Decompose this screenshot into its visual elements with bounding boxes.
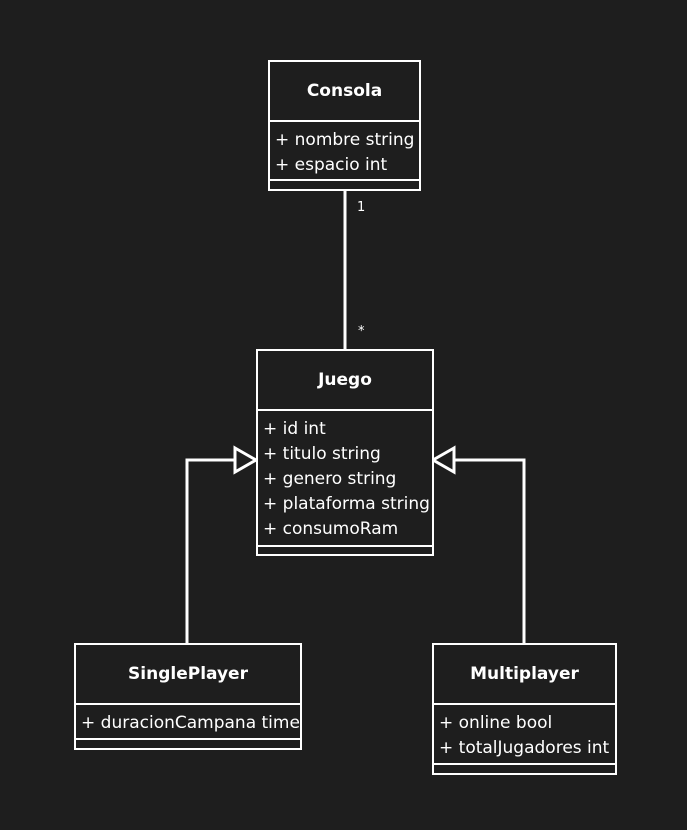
method-list — [76, 740, 300, 748]
class-singleplayer[interactable]: SinglePlayer + duracionCampana time — [74, 643, 302, 750]
attribute-list: + id int + titulo string + genero string… — [258, 411, 432, 547]
method-list — [258, 547, 432, 555]
generalization-singleplayer-arrowhead — [233, 445, 260, 475]
method-list — [434, 765, 615, 773]
attribute: + id int — [263, 419, 326, 439]
class-multiplayer[interactable]: Multiplayer + online bool + totalJugador… — [432, 643, 617, 775]
attribute: + plataforma string — [263, 494, 430, 514]
attribute: + nombre string — [275, 130, 415, 150]
class-name: Consola — [270, 62, 419, 122]
attribute: + duracionCampana time — [81, 713, 300, 733]
class-name: SinglePlayer — [76, 645, 300, 705]
attribute: + titulo string — [263, 444, 381, 464]
attribute: + online bool — [439, 713, 553, 733]
attribute: + genero string — [263, 469, 397, 489]
class-name: Multiplayer — [434, 645, 615, 705]
class-consola[interactable]: Consola + nombre string + espacio int — [268, 60, 421, 191]
generalization-singleplayer-line — [185, 458, 235, 645]
generalization-multiplayer-line — [454, 458, 526, 644]
generalization-multiplayer-arrowhead — [429, 445, 456, 475]
attribute: + consumoRam — [263, 519, 399, 539]
multiplicity-consola: 1 — [357, 200, 366, 215]
attribute: + totalJugadores int — [439, 738, 610, 758]
method-list — [270, 181, 419, 189]
attribute-list: + online bool + totalJugadores int — [434, 705, 615, 765]
class-name: Juego — [258, 351, 432, 411]
attribute-list: + nombre string + espacio int — [270, 122, 419, 181]
class-juego[interactable]: Juego + id int + titulo string + genero … — [256, 349, 434, 556]
attribute-list: + duracionCampana time — [76, 705, 300, 740]
multiplicity-juego: * — [358, 324, 365, 339]
attribute: + espacio int — [275, 155, 388, 175]
